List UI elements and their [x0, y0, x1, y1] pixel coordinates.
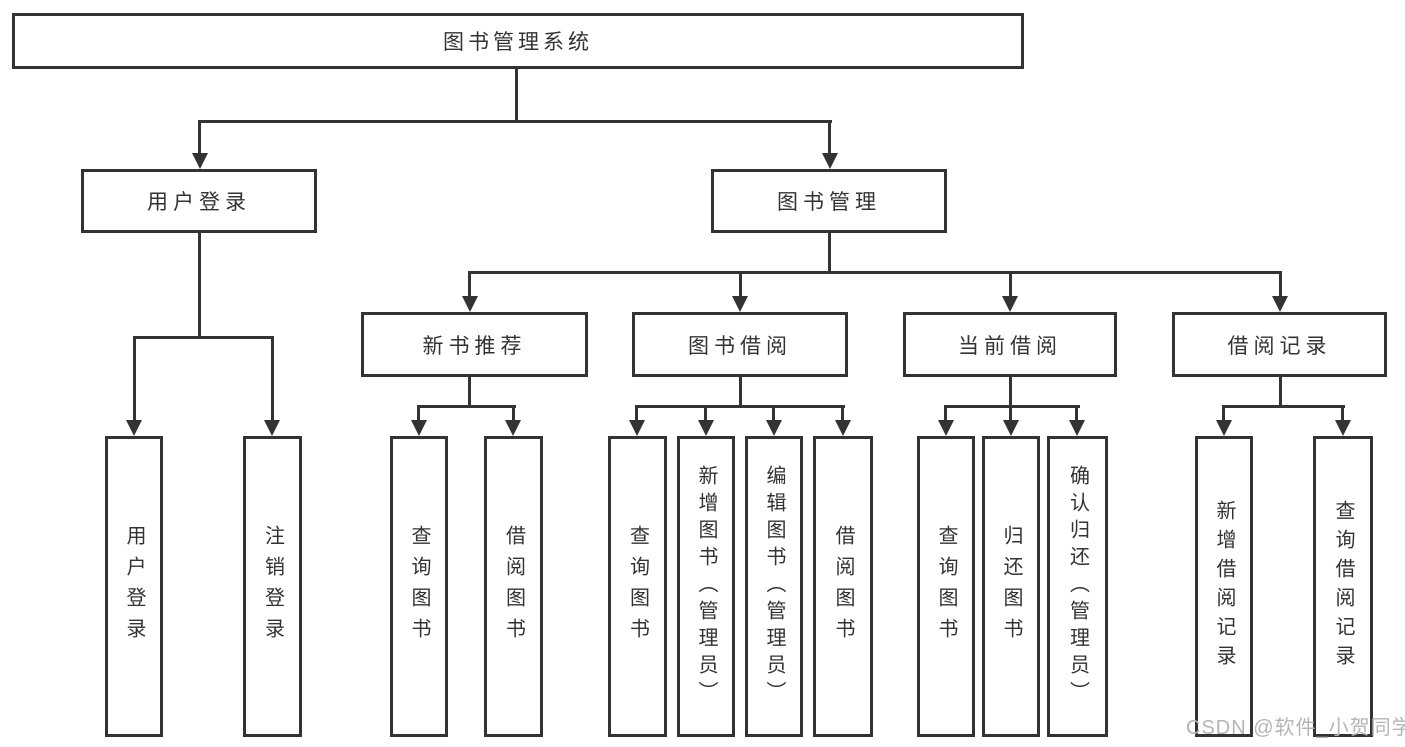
arrow-down-icon — [1003, 420, 1019, 436]
connector-drop-book-borrow — [739, 271, 742, 296]
connector-drop — [704, 405, 707, 420]
node-new-book-rec: 新书推荐 — [361, 312, 588, 377]
connector-user-login-stem — [198, 233, 201, 336]
arrow-down-icon — [462, 296, 478, 312]
connector-drop — [772, 405, 775, 420]
arrow-down-icon — [192, 153, 208, 169]
node-logout-leaf: 注销登录 — [243, 436, 302, 737]
node-brec-query-record: 查询借阅记录 — [1313, 436, 1373, 737]
arrow-down-icon — [822, 153, 838, 169]
node-cur-query-book: 查询图书 — [917, 436, 975, 737]
node-current-borrow: 当前借阅 — [903, 312, 1117, 377]
connector-book-borrow-stem — [739, 377, 742, 405]
arrow-down-icon — [835, 420, 851, 436]
connector-current-borrow-stem — [1009, 377, 1012, 405]
connector-drop-book-mgmt — [828, 120, 831, 153]
connector-book-mgmt-hline — [468, 271, 1282, 274]
connector-new-book-rec-hline — [417, 405, 516, 408]
connector-new-book-rec-stem — [468, 377, 471, 405]
arrow-down-icon — [505, 420, 521, 436]
connector-book-borrow-hline — [635, 405, 845, 408]
node-bor-query-book: 查询图书 — [608, 436, 667, 737]
connector-drop-user-login-leaf — [133, 336, 136, 420]
node-bor-borrow-book: 借阅图书 — [813, 436, 873, 737]
connector-drop — [944, 405, 947, 420]
connector-root-hline — [198, 120, 832, 123]
csdn-watermark: CSDN @软件_小贺同学 — [1186, 717, 1405, 739]
node-cur-confirm-return: 确认归还（管理员） — [1047, 436, 1108, 737]
arrow-down-icon — [698, 420, 714, 436]
connector-drop-current-borrow — [1009, 271, 1012, 296]
arrow-down-icon — [938, 420, 954, 436]
arrow-down-icon — [1069, 420, 1085, 436]
arrow-down-icon — [411, 420, 427, 436]
connector-drop — [1341, 405, 1344, 420]
arrow-down-icon — [264, 420, 280, 436]
connector-drop-user-login — [198, 120, 201, 153]
connector-drop — [1009, 405, 1012, 420]
node-bor-add-book: 新增图书（管理员） — [677, 436, 735, 737]
arrow-down-icon — [629, 420, 645, 436]
connector-drop-borrow-records — [1279, 271, 1282, 296]
node-user-login: 用户登录 — [81, 169, 317, 233]
node-bor-edit-book: 编辑图书（管理员） — [745, 436, 803, 737]
node-book-borrow: 图书借阅 — [632, 312, 848, 377]
node-book-mgmt: 图书管理 — [711, 169, 947, 233]
connector-drop-logout-leaf — [271, 336, 274, 420]
arrow-down-icon — [732, 296, 748, 312]
arrow-down-icon — [1335, 420, 1351, 436]
connector-drop — [1222, 405, 1225, 420]
node-rec-query-book: 查询图书 — [390, 436, 448, 737]
node-cur-return-book: 归还图书 — [982, 436, 1040, 737]
arrow-down-icon — [766, 420, 782, 436]
node-root: 图书管理系统 — [12, 13, 1024, 69]
connector-drop — [1075, 405, 1078, 420]
connector-drop-new-book-rec — [468, 271, 471, 296]
node-user-login-leaf: 用户登录 — [105, 436, 163, 737]
connector-drop — [417, 405, 420, 420]
arrow-down-icon — [1002, 296, 1018, 312]
arrow-down-icon — [1272, 296, 1288, 312]
connector-drop — [512, 405, 515, 420]
connector-root-stem — [515, 69, 518, 120]
node-brec-add-record: 新增借阅记录 — [1195, 436, 1253, 737]
arrow-down-icon — [1216, 420, 1232, 436]
connector-borrow-records-stem — [1279, 377, 1282, 405]
connector-drop — [635, 405, 638, 420]
arrow-down-icon — [126, 420, 142, 436]
node-rec-borrow-book: 借阅图书 — [484, 436, 543, 737]
connector-current-borrow-hline — [944, 405, 1080, 408]
connector-book-mgmt-stem — [828, 233, 831, 271]
connector-user-login-hline — [133, 336, 274, 339]
connector-borrow-records-hline — [1222, 405, 1345, 408]
connector-drop — [841, 405, 844, 420]
node-borrow-records: 借阅记录 — [1172, 312, 1387, 377]
